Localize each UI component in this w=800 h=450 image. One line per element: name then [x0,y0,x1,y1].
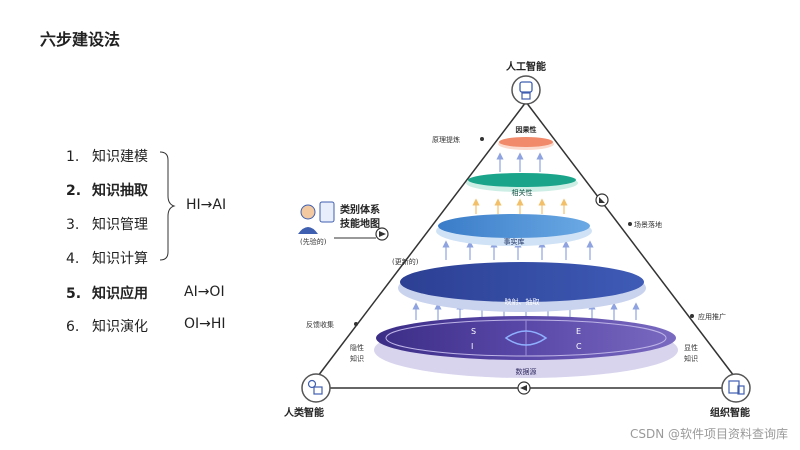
top-label: 人工智能 [506,60,546,73]
note-ai-oi: AI→OI [184,284,225,300]
step-label: 知识应用 [92,286,148,302]
organization-intelligence-icon [721,373,751,403]
watermark: CSDN @软件项目资料查询库 [629,427,788,441]
bottom-left-label: 人类智能 [284,406,324,419]
step-number: 1. [66,149,80,165]
principle-label: 原理提炼 [432,135,460,144]
layer-fact-base [436,214,592,246]
tacit-line2: 知识 [350,354,364,363]
step-number: 6. [66,319,80,335]
step-item: 3. 知识管理 [66,214,148,234]
step-item: 1. 知识建模 [66,146,148,166]
grouping-brace [159,151,176,261]
ai-robot-icon [511,75,541,105]
scenario-label: 场景落地 [634,220,662,229]
layer-mapping [398,262,646,312]
category-system-label: 类别体系 [340,203,380,216]
layer-data-source [374,316,678,378]
mapping-label: 映射、抽取 [505,297,540,306]
explicit-line2: 知识 [684,354,698,363]
feedback-label: 反馈收集 [306,320,334,329]
note-oi-hi: OI→HI [184,316,226,332]
note-hi-ai: HI→AI [186,197,227,213]
pyramid-diagram: 人工智能 人类智能 组织智能 [276,54,758,424]
step-label: 知识管理 [92,217,148,233]
seci-e: E [576,327,581,336]
step-number: 3. [66,217,80,233]
step-label: 知识计算 [92,251,148,267]
step-number: 5. [66,286,82,302]
expert-icon [298,201,335,234]
skill-map-label: 技能地图 [340,217,380,230]
step-number: 4. [66,251,80,267]
seci-s: S [471,327,476,336]
step-label: 知识建模 [92,149,148,165]
layer-causal [498,137,554,150]
step-item: 4. 知识计算 [66,248,148,268]
step-label: 知识演化 [92,319,148,335]
layer-correlation [466,173,578,192]
correlation-label: 相关性 [512,188,533,197]
step-number: 2. [66,183,82,199]
updated-label: (更新的) [392,257,419,266]
page-title: 六步建设法 [40,30,121,49]
promotion-label: 应用推广 [698,312,726,321]
seci-c: C [576,342,582,351]
data-source-label: 数据源 [516,367,537,376]
step-label: 知识抽取 [92,183,148,199]
step-item: 5. 知识应用 [66,283,148,303]
tacit-line1: 隐性 [350,343,364,352]
explicit-line1: 显性 [684,343,698,352]
edge-arrow-heads [379,197,605,391]
seci-i: I [471,342,473,351]
causal-label: 因果性 [516,125,537,134]
prior-label: (先验的) [300,237,327,246]
step-item: 6. 知识演化 [66,316,148,336]
fact-base-label: 事实库 [504,237,525,246]
step-item: 2. 知识抽取 [66,180,148,200]
human-intelligence-icon [301,373,331,403]
bottom-right-label: 组织智能 [710,406,750,419]
side-dots [354,137,694,326]
